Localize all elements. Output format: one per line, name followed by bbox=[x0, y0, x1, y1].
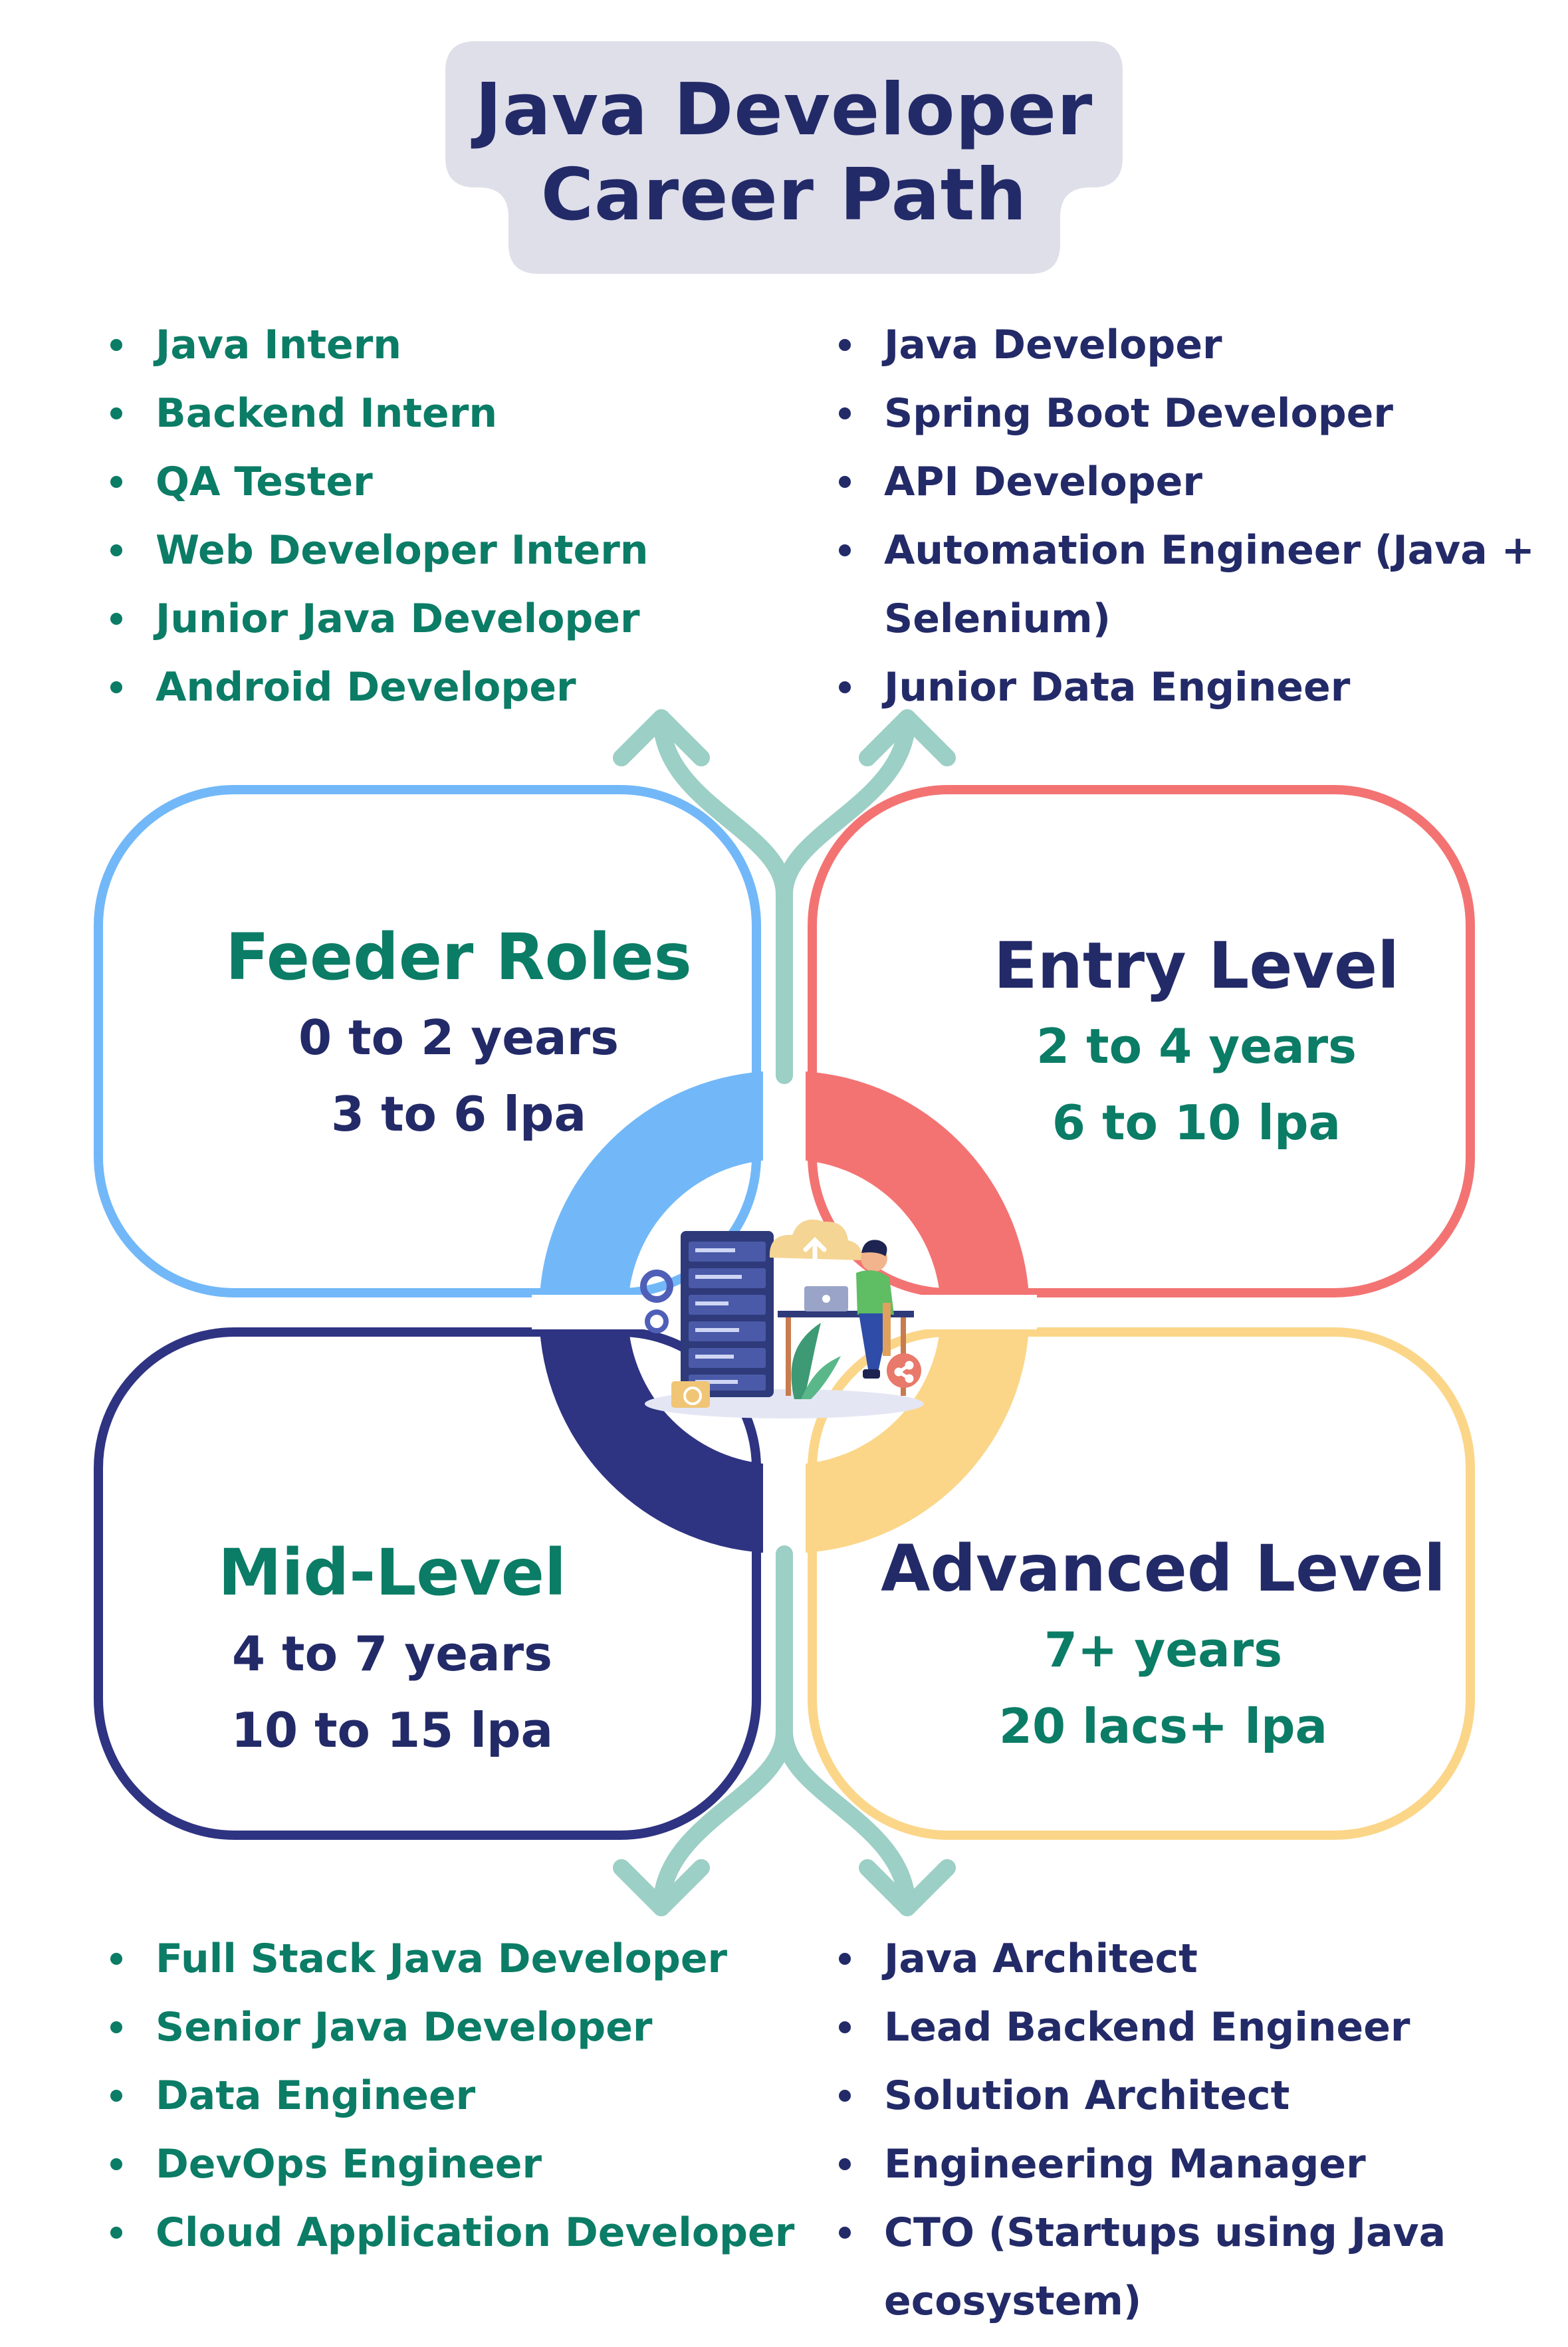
list-item: CTO (Startups using Java ecosystem) bbox=[839, 2199, 1543, 2336]
feeder-card-experience: 0 to 2 years bbox=[298, 1010, 619, 1065]
list-item: Solution Architect bbox=[839, 2062, 1543, 2130]
entry-roles-list: Java Developer Spring Boot Developer API… bbox=[839, 311, 1543, 722]
list-item-text: Automation Engineer (Java + bbox=[884, 527, 1535, 574]
advanced-card bbox=[808, 1327, 1475, 1840]
list-item: Lead Backend Engineer bbox=[839, 1993, 1543, 2062]
branch-arrows-bottom bbox=[613, 1545, 956, 1916]
title-plaque bbox=[445, 41, 1123, 274]
list-item: Backend Intern bbox=[110, 380, 788, 448]
list-item: Java Architect bbox=[839, 1925, 1543, 1993]
list-item: Full Stack Java Developer bbox=[110, 1925, 815, 1993]
list-item: Java Developer bbox=[839, 311, 1543, 380]
list-item-continuation: ecosystem) bbox=[884, 2278, 1142, 2324]
list-item: Automation Engineer (Java + Selenium) bbox=[839, 516, 1543, 653]
advanced-card-title: Advanced Level bbox=[881, 1531, 1446, 1606]
advanced-ring-segment bbox=[806, 1329, 1029, 1553]
list-item-text: CTO (Startups using Java bbox=[884, 2209, 1446, 2256]
mid-ring-segment bbox=[540, 1329, 763, 1553]
list-item: QA Tester bbox=[110, 448, 788, 516]
list-item: Cloud Application Developer bbox=[110, 2199, 815, 2267]
list-item: Senior Java Developer bbox=[110, 1993, 815, 2062]
advanced-card-salary: 20 lacs+ lpa bbox=[998, 1698, 1328, 1754]
list-item: Junior Java Developer bbox=[110, 585, 788, 653]
mid-card-title: Mid-Level bbox=[218, 1535, 566, 1610]
page-title-line-2: Career Path bbox=[540, 154, 1028, 237]
list-item: Spring Boot Developer bbox=[839, 380, 1543, 448]
mid-card-experience: 4 to 7 years bbox=[232, 1626, 552, 1682]
advanced-roles-list: Java Architect Lead Backend Engineer Sol… bbox=[839, 1925, 1543, 2336]
mid-card bbox=[94, 1327, 761, 1840]
list-item-continuation: Selenium) bbox=[884, 596, 1111, 642]
list-item: Android Developer bbox=[110, 653, 788, 722]
feeder-ring-segment bbox=[540, 1071, 763, 1295]
mid-roles-list: Full Stack Java Developer Senior Java De… bbox=[110, 1925, 815, 2267]
list-item: DevOps Engineer bbox=[110, 2130, 815, 2199]
list-item: Junior Data Engineer bbox=[839, 653, 1543, 722]
page-title-line-1: Java Developer bbox=[475, 68, 1093, 152]
entry-ring-segment bbox=[806, 1071, 1029, 1295]
developer-at-desk-with-server-icon bbox=[640, 1219, 924, 1418]
mid-card-salary: 10 to 15 lpa bbox=[231, 1702, 554, 1758]
entry-card bbox=[808, 785, 1475, 1297]
entry-card-experience: 2 to 4 years bbox=[1036, 1018, 1357, 1074]
branch-arrows-top bbox=[613, 709, 956, 1084]
entry-card-salary: 6 to 10 lpa bbox=[1052, 1095, 1341, 1151]
list-item: Web Developer Intern bbox=[110, 516, 788, 585]
feeder-roles-list: Java Intern Backend Intern QA Tester Web… bbox=[110, 311, 788, 722]
advanced-card-experience: 7+ years bbox=[1044, 1622, 1283, 1678]
list-item: API Developer bbox=[839, 448, 1543, 516]
list-item: Java Intern bbox=[110, 311, 788, 380]
list-item: Engineering Manager bbox=[839, 2130, 1543, 2199]
entry-card-title: Entry Level bbox=[993, 929, 1400, 1003]
feeder-card-title: Feeder Roles bbox=[225, 920, 692, 994]
feeder-card-salary: 3 to 6 lpa bbox=[330, 1086, 587, 1142]
list-item: Data Engineer bbox=[110, 2062, 815, 2130]
feeder-card bbox=[94, 785, 761, 1297]
